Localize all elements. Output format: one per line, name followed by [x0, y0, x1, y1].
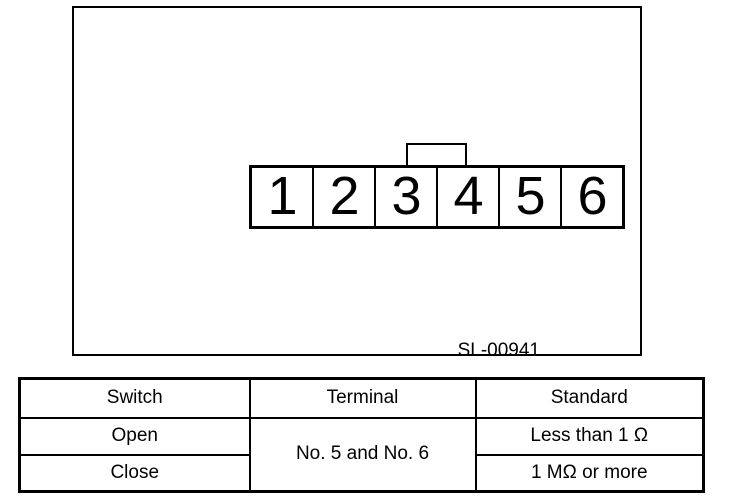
terminal-cell-4: 4 — [438, 166, 500, 226]
connector-figure-box: 1 2 3 4 5 6 SL-00941 — [72, 6, 642, 361]
terminal-cell-5: 5 — [500, 166, 562, 226]
table-header-standard: Standard — [474, 377, 705, 419]
table-header-switch: Switch — [18, 377, 251, 419]
cell-standard-close: 1 MΩ or more — [474, 453, 705, 493]
switch-resistance-table: Switch Terminal Standard Open No. 5 and … — [18, 377, 705, 493]
terminal-cell-6: 6 — [577, 166, 607, 226]
terminal-cell-1: 1 — [252, 166, 314, 226]
cell-terminal-merged: No. 5 and No. 6 — [248, 416, 477, 493]
terminal-cell-2: 2 — [314, 166, 376, 226]
connector-pin-row: 1 2 3 4 5 6 — [249, 165, 625, 229]
figure-id-label: SL-00941 — [457, 340, 540, 361]
table-header-terminal: Terminal — [248, 377, 477, 419]
cell-standard-open: Less than 1 Ω — [474, 416, 705, 456]
terminal-cell-3: 3 — [376, 166, 438, 226]
cell-switch-open: Open — [18, 416, 251, 456]
cell-switch-close: Close — [18, 453, 251, 493]
connector-keying-tab — [406, 143, 467, 167]
